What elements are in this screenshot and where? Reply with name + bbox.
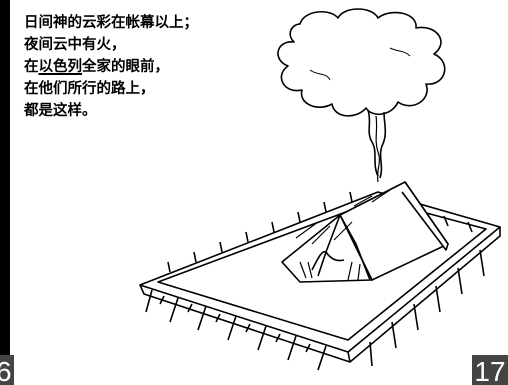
tabernacle-tent-icon <box>281 181 449 283</box>
cloud-icon <box>277 8 446 183</box>
page-gutter <box>10 0 14 385</box>
verse-text: 日间神的云彩在帐幕以上； 夜间云中有火， 在以色列全家的眼前， 在他们所行的路上… <box>24 12 198 122</box>
verse-line-3: 在以色列全家的眼前， <box>24 56 198 78</box>
right-page-number: 17 <box>472 355 508 385</box>
left-page-border <box>0 0 10 385</box>
verse-line-3-end: 全家的眼前， <box>82 59 169 75</box>
left-page-number: 16 <box>0 355 14 385</box>
verse-line-1: 日间神的云彩在帐幕以上； <box>24 15 198 31</box>
verse-line-5: 都是这样。 <box>24 103 97 119</box>
verse-line-3-start: 在 <box>24 59 39 75</box>
israel-underlined: 以色列 <box>38 59 83 75</box>
verse-line-4: 在他们所行的路上， <box>24 81 155 97</box>
verse-line-2: 夜间云中有火， <box>24 37 126 53</box>
